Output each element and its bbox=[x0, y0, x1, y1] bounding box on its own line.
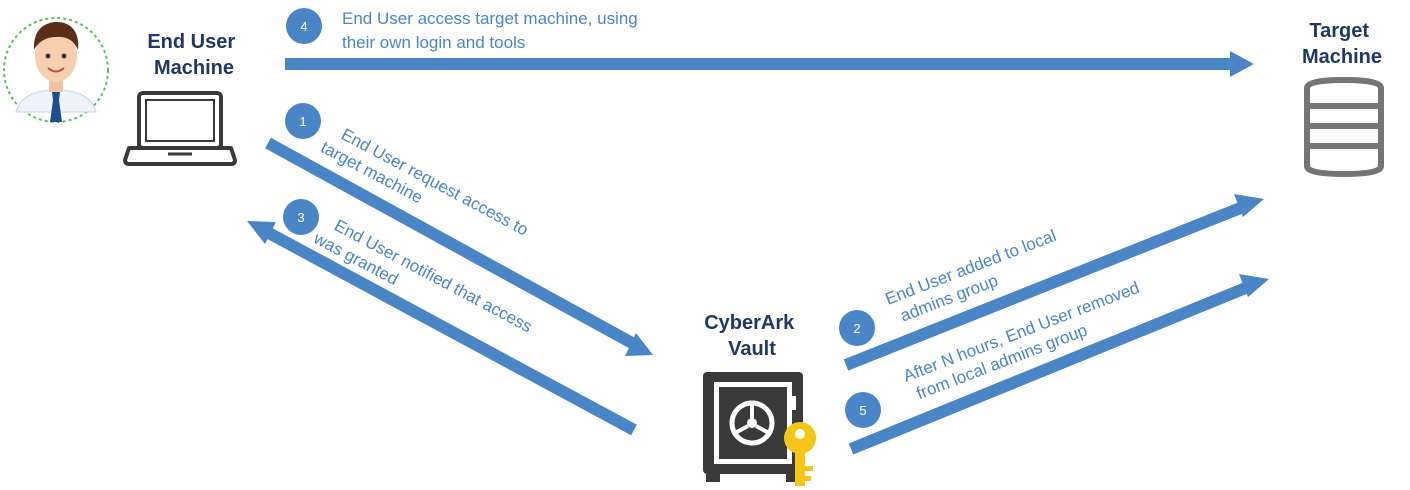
arrow-step-5 bbox=[848, 274, 1269, 455]
laptop-icon bbox=[123, 91, 237, 166]
step-4-text: End User access target machine, using th… bbox=[342, 9, 643, 52]
target-machine-label: Target Machine bbox=[1302, 20, 1382, 68]
safe-icon bbox=[703, 372, 803, 482]
step-4-text-line1: End User access target machine, using bbox=[342, 9, 638, 28]
arrow-step-4 bbox=[285, 51, 1254, 77]
step-3-number: 3 bbox=[297, 210, 304, 225]
step-badge-1: 1 bbox=[285, 103, 321, 139]
cyberark-vault-label: CyberArk Vault bbox=[704, 312, 800, 360]
step-1-text-line1: End User request access to bbox=[338, 125, 531, 240]
target-machine-label-line1: Target bbox=[1309, 20, 1369, 42]
user-avatar-icon bbox=[3, 17, 109, 123]
target-machine-label-line2: Machine bbox=[1302, 46, 1382, 68]
step-badge-5: 5 bbox=[845, 392, 881, 428]
key-icon bbox=[784, 422, 816, 486]
arrow-step-2 bbox=[843, 194, 1264, 371]
step-2-number: 2 bbox=[853, 321, 860, 336]
database-icon bbox=[1304, 76, 1384, 178]
arrow-step-3 bbox=[247, 221, 637, 436]
end-user-machine-label-line1: End User bbox=[147, 31, 235, 53]
step-badge-4: 4 bbox=[286, 8, 322, 44]
step-badge-2: 2 bbox=[839, 310, 875, 346]
step-5-number: 5 bbox=[859, 403, 866, 418]
end-user-machine-label: End User Machine bbox=[147, 31, 240, 79]
step-1-number: 1 bbox=[299, 114, 306, 129]
step-badge-3: 3 bbox=[283, 199, 319, 235]
step-4-text-line2: their own login and tools bbox=[342, 33, 525, 52]
cyberark-vault-label-line2: Vault bbox=[728, 338, 776, 360]
arrow-step-1 bbox=[265, 137, 653, 356]
cyberark-vault-label-line1: CyberArk bbox=[704, 312, 795, 334]
step-4-number: 4 bbox=[300, 19, 307, 34]
end-user-machine-label-line2: Machine bbox=[154, 57, 234, 79]
